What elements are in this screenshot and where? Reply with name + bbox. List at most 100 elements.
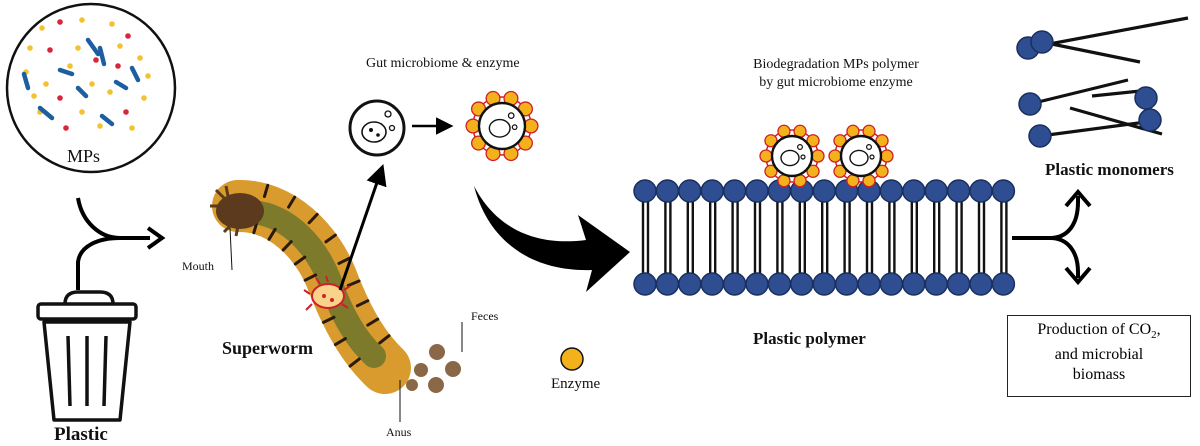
mps-circle (5, 2, 177, 174)
worm-stripe (324, 233, 337, 244)
microbe-enzyme-complex-right (828, 124, 894, 188)
plastic-polymer-membrane (633, 179, 1016, 296)
polymer-bead (655, 179, 680, 203)
enzyme-icon (806, 164, 820, 178)
polymer-bead (790, 272, 814, 296)
gut-microbe-icon (303, 275, 351, 311)
enzyme-icon (764, 134, 778, 148)
output-split-arrow (1012, 188, 1092, 286)
polymer-bead (991, 272, 1016, 296)
enzyme-icon (828, 149, 842, 163)
enzyme-icon (764, 164, 778, 178)
worm-stripe (303, 273, 318, 282)
anus-label: Anus (386, 425, 412, 439)
worm-stripe (307, 212, 319, 225)
worm-stripe (287, 195, 297, 209)
polymer-bead (834, 272, 859, 296)
polymer-bead (969, 272, 993, 296)
polymer-bead (722, 179, 747, 203)
monomer-tail (1041, 40, 1141, 64)
plastic-polymer-label: Plastic polymer (753, 329, 866, 348)
production-line3: biomass (1072, 366, 1126, 384)
polymer-bead (767, 272, 792, 296)
microbe-enzyme-complex-left (759, 124, 825, 188)
plastic-monomers-label: Plastic monomers (1045, 160, 1174, 179)
microbe-icon (348, 99, 406, 157)
polymer-bead (678, 179, 702, 203)
enzyme-icon (833, 134, 847, 148)
worm-stripe (337, 256, 351, 265)
polymer-bead (902, 179, 926, 203)
enzyme-icon (759, 149, 773, 163)
polymer-bead (857, 272, 881, 296)
worm-stripe (355, 299, 370, 308)
worm-stripe (366, 317, 380, 327)
polymer-bead (924, 272, 948, 296)
polymer-bead (812, 179, 836, 203)
monomer-bead (1028, 124, 1052, 148)
worm-stripe (348, 357, 361, 368)
big-process-arrow (474, 186, 630, 292)
monomer-bead (1018, 92, 1042, 116)
trash-can-icon (36, 290, 138, 422)
plastic-label: Plastic (54, 424, 108, 445)
input-merge-arrow (76, 197, 166, 290)
polymer-bead (924, 179, 948, 203)
worm-stripe (346, 279, 361, 287)
mps-label: MPs (67, 146, 101, 166)
polymer-bead (902, 272, 926, 296)
production-line2: and microbial (1054, 346, 1144, 364)
worm-stripe (267, 227, 277, 241)
worm-stripe (378, 334, 391, 345)
polymer-bead (633, 179, 657, 203)
polymer-bead (745, 179, 769, 203)
monomer-tail (1029, 78, 1129, 106)
feces-label: Feces (471, 309, 499, 323)
polymer-bead (722, 272, 747, 296)
polymer-bead (700, 179, 724, 203)
enzyme-icon (806, 134, 820, 148)
polymer-bead (879, 272, 904, 296)
polymer-bead (946, 179, 971, 203)
polymer-bead (879, 179, 904, 203)
monomer-bead (1138, 108, 1162, 132)
polymer-bead (655, 272, 680, 296)
worm-stripe (321, 315, 336, 324)
mouth-pointer (229, 227, 233, 271)
enzyme-icon (833, 164, 847, 178)
enzyme-icon (875, 164, 889, 178)
plastic-monomers-group (1016, 16, 1189, 148)
biodegradation-label-line1: Biodegradation MPs polymer (753, 57, 919, 72)
production-box: Production of CO2, and microbial biomass (1007, 315, 1191, 397)
worm-stripe (262, 183, 270, 199)
polymer-bead (745, 272, 769, 296)
polymer-bead (969, 179, 993, 203)
production-line1: Production of CO2, (1037, 321, 1161, 342)
monomer-bead (1030, 30, 1054, 54)
enzyme-icon (880, 149, 894, 163)
worm-stripe (293, 255, 307, 266)
polymer-bead (678, 272, 702, 296)
polymer-bead (991, 179, 1016, 203)
worm-icon (210, 180, 411, 394)
microbe-enzyme-complex (465, 90, 539, 162)
polymer-bead (700, 272, 724, 296)
polymer-bead (633, 272, 657, 296)
worm-to-microbe-arrow (338, 164, 387, 291)
enzyme-label: Enzyme (551, 376, 601, 392)
worm-stripe (333, 337, 347, 347)
superworm-label: Superworm (222, 338, 313, 358)
mps-particles (21, 17, 151, 131)
biodegradation-label-line2: by gut microbiome enzyme (759, 75, 913, 90)
polymer-bead (946, 272, 971, 296)
mouth-label: Mouth (182, 259, 215, 273)
polymer-bead (812, 272, 836, 296)
enzyme-icon (811, 149, 825, 163)
enzyme-icon (875, 134, 889, 148)
monomer-bead (1134, 86, 1158, 110)
enzyme-icon (560, 347, 584, 371)
feces-pellets (406, 344, 461, 393)
gut-microbiome-label: Gut microbiome & enzyme (366, 56, 520, 71)
worm-stripe (281, 240, 293, 252)
